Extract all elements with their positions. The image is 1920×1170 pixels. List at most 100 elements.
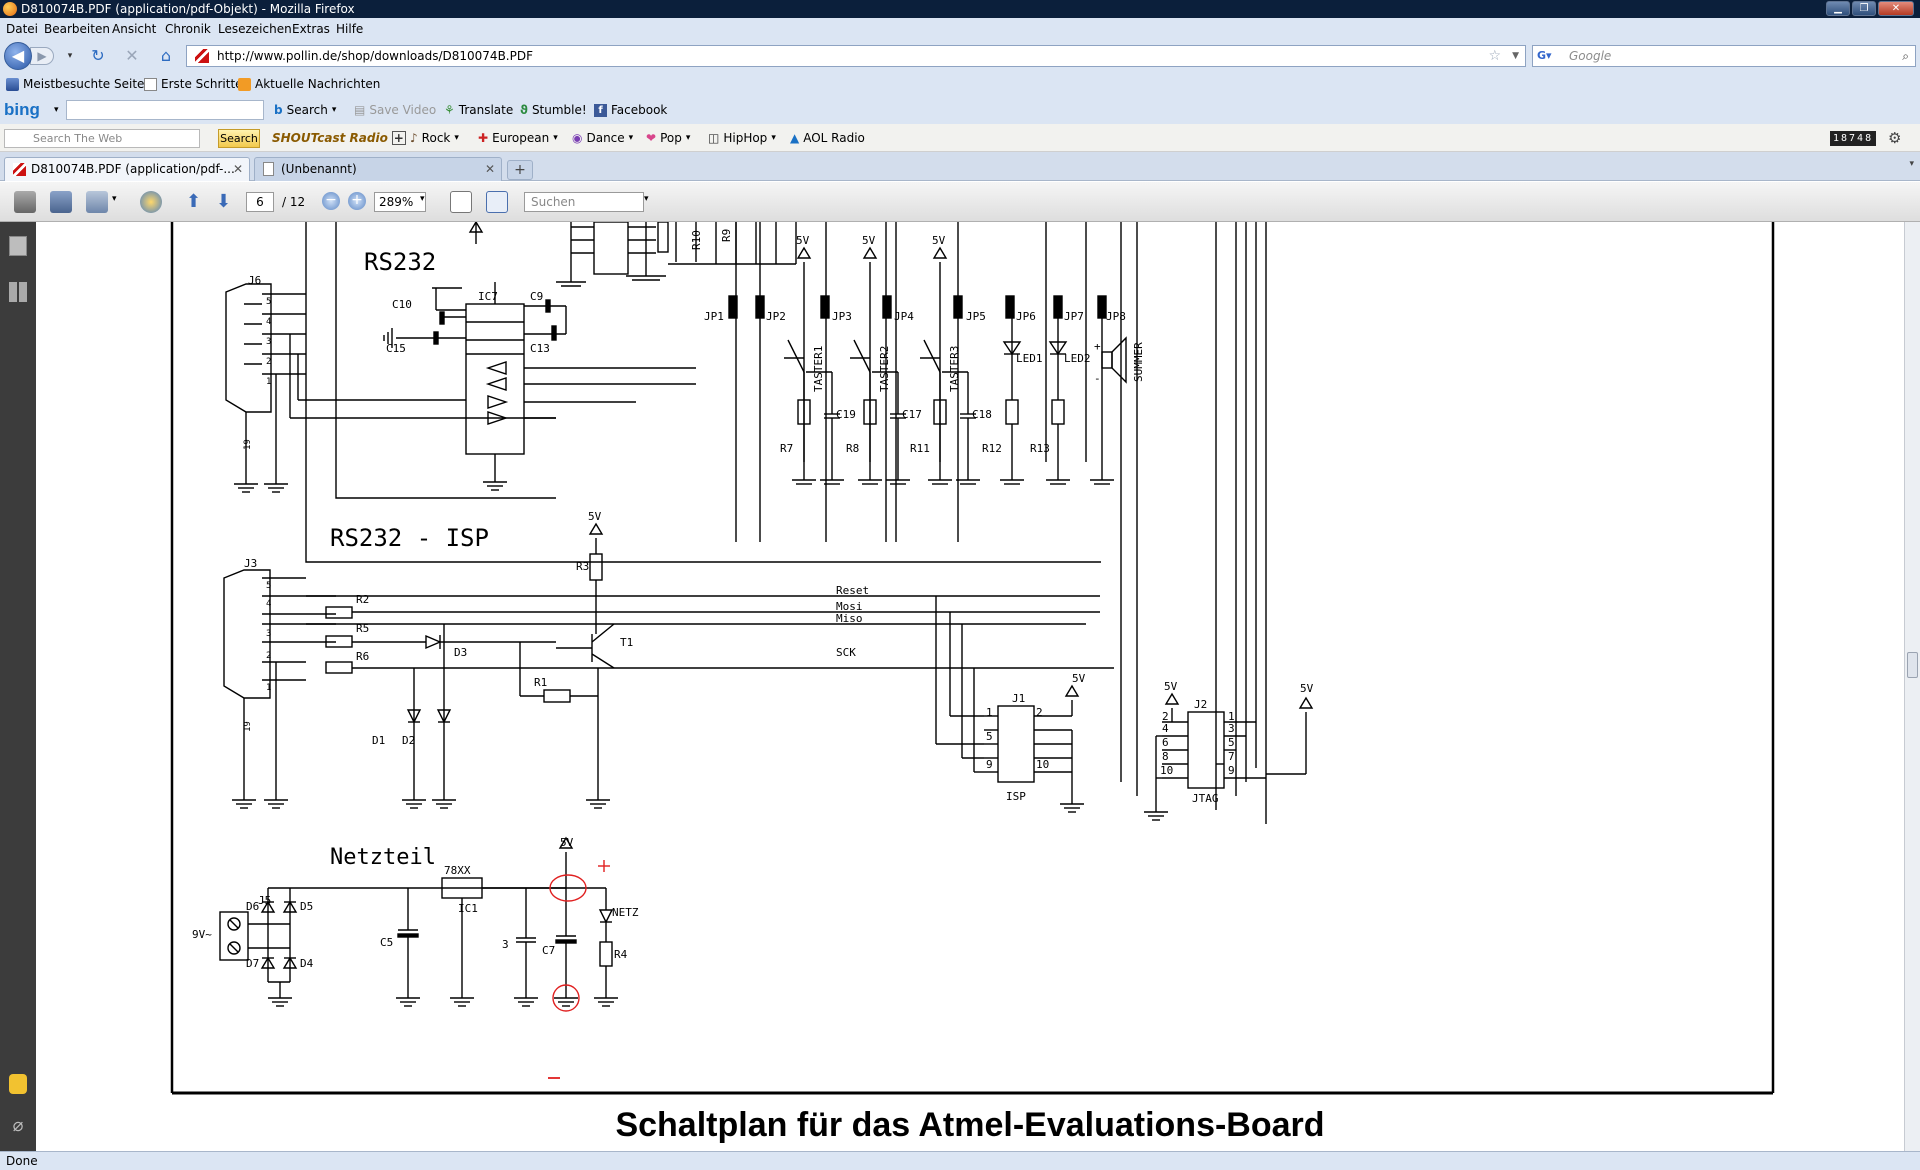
menu-bearbeiten[interactable]: Bearbeiten — [44, 22, 110, 36]
fit-width-icon[interactable] — [450, 191, 472, 213]
menu-extras[interactable]: Extras — [292, 22, 330, 36]
label-5v-j1: 5V — [1072, 672, 1086, 685]
tab-label: (Unbenannt) — [281, 162, 357, 176]
label-c9: C9 — [530, 290, 543, 303]
close-tab-icon[interactable]: ✕ — [232, 162, 243, 176]
reload-icon[interactable]: ↻ — [91, 46, 105, 65]
scrollbar-thumb[interactable] — [1907, 652, 1918, 678]
url-dropdown-icon[interactable]: ▼ — [1512, 51, 1519, 61]
search-magnifier-icon[interactable]: ⌕ — [1902, 49, 1909, 63]
stumble-button[interactable]: ϑ Stumble! — [520, 96, 587, 124]
label-c19: C19 — [836, 408, 856, 421]
label-rs232-isp: RS232 - ISP — [330, 524, 489, 552]
bing-search-icon: b — [274, 103, 283, 117]
bing-search-button[interactable]: b Search ▾ — [274, 96, 336, 124]
shoutcast-button[interactable]: SHOUTcast Radio + — [272, 124, 406, 152]
menu-ansicht[interactable]: Ansicht — [112, 22, 157, 36]
label-taster2: TASTER2 — [878, 346, 891, 392]
forward-button[interactable]: ▶ — [30, 47, 54, 65]
genre-pop[interactable]: ❤ Pop ▾ — [646, 124, 690, 152]
chevron-down-icon[interactable]: ▾ — [420, 194, 425, 204]
find-input[interactable]: Suchen — [524, 192, 644, 212]
web-search-button[interactable]: Search — [218, 129, 260, 148]
tab-list-icon[interactable]: ▾ — [1909, 159, 1914, 169]
add-icon[interactable]: + — [391, 131, 406, 145]
zoom-in-icon[interactable]: + — [348, 192, 366, 210]
menu-datei[interactable]: Datei — [6, 22, 39, 36]
bing-search-input[interactable] — [66, 100, 264, 120]
label-jtag-pin10: 10 — [1160, 764, 1173, 777]
label-r8: R8 — [846, 442, 859, 455]
minimize-button[interactable]: ▁ — [1826, 1, 1850, 16]
collaborate-icon[interactable] — [140, 191, 162, 213]
label-r7: R7 — [780, 442, 793, 455]
close-tab-icon[interactable]: ✕ — [484, 162, 495, 176]
label-j6-pin4: 4 — [266, 317, 271, 327]
share-icon[interactable] — [86, 191, 108, 213]
genre-european[interactable]: ✚ European ▾ — [478, 124, 558, 152]
url-text: http://www.pollin.de/shop/downloads/D810… — [217, 49, 533, 63]
vertical-scrollbar[interactable] — [1904, 222, 1920, 1151]
label-5v-t1: 5V — [796, 234, 810, 247]
bookmarks-panel-icon[interactable] — [9, 282, 27, 302]
gear-icon[interactable]: ⚙ — [1888, 129, 1902, 147]
chevron-down-icon[interactable]: ▾ — [644, 194, 649, 204]
label-jp8: JP8 — [1106, 310, 1126, 323]
facebook-label: Facebook — [611, 103, 668, 117]
translate-button[interactable]: ⚘ Translate — [444, 96, 513, 124]
chevron-down-icon[interactable]: ▾ — [112, 194, 117, 204]
label-j3-pin2: 2 — [266, 651, 271, 661]
genre-dance[interactable]: ◉ Dance ▾ — [572, 124, 633, 152]
stop-icon[interactable]: ✕ — [125, 46, 139, 65]
label-jtag-pin7: 7 — [1228, 750, 1235, 763]
save-video-button[interactable]: ▤ Save Video — [354, 96, 436, 124]
menu-hilfe[interactable]: Hilfe — [336, 22, 364, 36]
label-r11: R11 — [910, 442, 930, 455]
zoom-out-icon[interactable]: − — [322, 192, 340, 210]
attachment-icon[interactable]: ⌀ — [12, 1115, 24, 1136]
menu-chronik[interactable]: Chronik — [165, 22, 211, 36]
genre-hiphop[interactable]: ◫ HipHop ▾ — [708, 124, 776, 152]
bookmark-star-icon[interactable]: ☆ — [1488, 48, 1501, 64]
facebook-button[interactable]: f Facebook — [594, 96, 667, 124]
previous-page-icon[interactable]: ⬆ — [186, 191, 202, 212]
back-button[interactable]: ◀ — [4, 42, 32, 70]
fit-page-icon[interactable] — [486, 191, 508, 213]
google-search-box[interactable]: G▾ Google ⌕ — [1532, 45, 1916, 67]
bookmark-folder-icon — [6, 77, 19, 91]
genre-rock[interactable]: ♪ Rock ▾ — [410, 124, 459, 152]
label-9v: 9V~ — [192, 928, 212, 941]
google-icon[interactable]: G▾ — [1537, 49, 1552, 62]
zoom-select[interactable]: 289% — [374, 192, 426, 212]
maximize-button[interactable]: ❐ — [1852, 1, 1876, 16]
web-search-input[interactable]: Search The Web — [4, 129, 200, 148]
label-jtag-pin5: 5 — [1228, 736, 1235, 749]
label-r3: R3 — [576, 560, 589, 573]
save-icon[interactable] — [50, 191, 72, 213]
label-5v-jtag: 5V — [1300, 682, 1314, 695]
bing-dropdown-icon[interactable]: ▾ — [54, 105, 59, 115]
bookmark-aktuelle-nachrichten[interactable]: Aktuelle Nachrichten — [238, 72, 380, 96]
comments-icon[interactable] — [9, 1074, 27, 1094]
url-bar[interactable]: http://www.pollin.de/shop/downloads/D810… — [186, 45, 1526, 67]
bookmark-erste-schritte[interactable]: Erste Schritte — [144, 72, 243, 96]
new-tab-button[interactable]: + — [507, 160, 533, 180]
label-taster3: TASTER3 — [948, 346, 961, 392]
next-page-icon[interactable]: ⬇ — [216, 191, 232, 212]
history-dropdown-icon[interactable]: ▾ — [67, 51, 73, 61]
print-icon[interactable] — [14, 191, 36, 213]
home-icon[interactable]: ⌂ — [160, 46, 172, 65]
menu-lesezeichen[interactable]: Lesezeichen — [218, 22, 292, 36]
aol-radio-button[interactable]: ▲ AOL Radio — [790, 124, 865, 152]
tab-unbenannt[interactable]: (Unbenannt) ✕ — [254, 157, 502, 181]
label-mosi: Mosi — [836, 600, 863, 613]
pages-panel-icon[interactable] — [9, 236, 27, 256]
genre-label: HipHop — [723, 131, 768, 145]
tab-pdf[interactable]: D810074B.PDF (application/pdf-... ✕ — [4, 157, 250, 181]
bookmark-meistbesuchte[interactable]: Meistbesuchte Seiten — [6, 72, 152, 96]
label-c3: 3 — [502, 938, 509, 951]
bing-logo[interactable]: bing — [4, 100, 40, 119]
label-r6: R6 — [356, 650, 369, 663]
page-number-input[interactable]: 6 — [246, 192, 274, 212]
close-window-button[interactable]: ✕ — [1878, 1, 1914, 16]
